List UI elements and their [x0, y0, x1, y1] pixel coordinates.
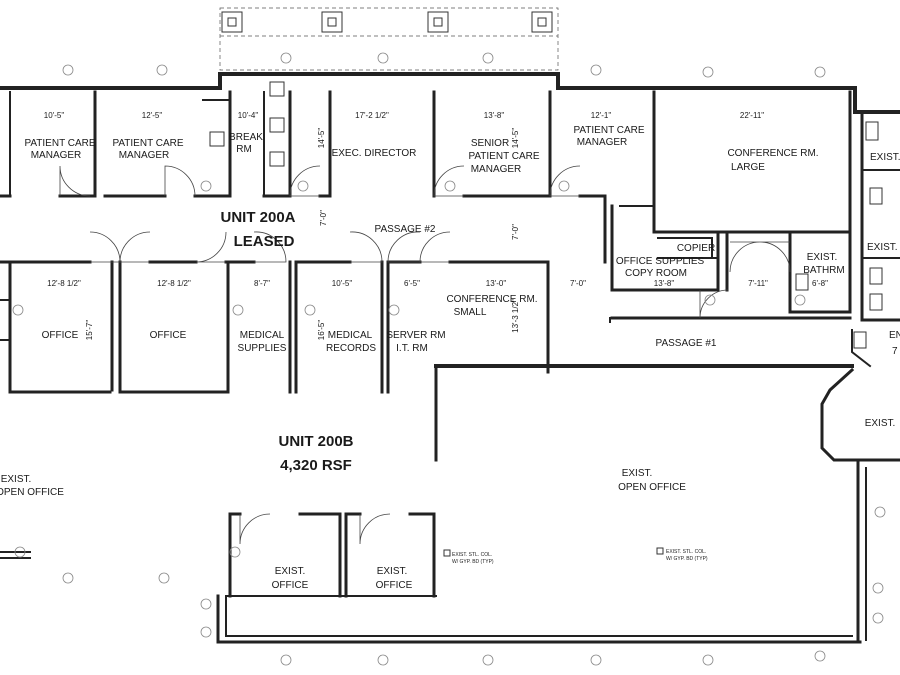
- room-label: OPEN OFFICE: [618, 482, 686, 493]
- copier-label: COPIER: [677, 243, 715, 254]
- room-label: MEDICAL: [240, 330, 285, 341]
- dimension-label: 8'-7": [254, 279, 270, 288]
- doors: [59, 165, 791, 545]
- room-label: RECORDS: [326, 343, 376, 354]
- room-label: CONFERENCE RM.: [446, 294, 537, 305]
- room-label: SENIOR: [471, 138, 509, 149]
- room-label: OFFICE: [150, 330, 187, 341]
- room-label: RM: [236, 144, 252, 155]
- dimension-label: 10'-5": [44, 111, 65, 120]
- room-label: MANAGER: [577, 137, 628, 148]
- unit-200a-status: LEASED: [234, 233, 295, 250]
- dimension-label: 12'-8 1/2": [157, 279, 191, 288]
- room-label: PATIENT CARE: [573, 125, 644, 136]
- room-label: EXIST.: [275, 566, 306, 577]
- dimension-label: 12'-8 1/2": [47, 279, 81, 288]
- room-label: OPEN OFFICE: [0, 487, 64, 498]
- dimension-label: 7'-0": [511, 224, 520, 240]
- room-markers: [12, 180, 806, 558]
- room-label: PASSAGE #2: [375, 224, 436, 235]
- room-label: MANAGER: [31, 150, 82, 161]
- dimension-label: 14'-5": [511, 128, 520, 149]
- room-label: BREAK: [229, 132, 263, 143]
- column-markers: [62, 52, 886, 666]
- dimension-label: 13'-8": [654, 279, 675, 288]
- room-label: PATIENT CARE: [24, 138, 95, 149]
- dimension-label: 7'-0": [319, 210, 328, 226]
- room-label: CONFERENCE RM.: [727, 148, 818, 159]
- dimension-label: 6'-5": [404, 279, 420, 288]
- dimension-label: 10'-5": [332, 279, 353, 288]
- room-label: EXIST.: [377, 566, 408, 577]
- room-label: PATIENT CARE: [112, 138, 183, 149]
- column-note: W/ GYP. BD (TYP): [666, 556, 708, 562]
- walls: [0, 72, 900, 644]
- room-label: OFFICE: [272, 580, 309, 591]
- room-label: MEDICAL: [328, 330, 373, 341]
- dimension-label: 15'-7": [85, 320, 94, 341]
- dimension-label: 14'-5": [317, 128, 326, 149]
- dimension-label: 7'-0": [570, 279, 586, 288]
- room-label: BATHRM: [803, 265, 844, 276]
- room-label: PASSAGE #1: [656, 338, 717, 349]
- room-label: OFFICE: [376, 580, 413, 591]
- room-label: SMALL: [454, 307, 487, 318]
- column-note: W/ GYP. BD (TYP): [452, 559, 494, 565]
- room-label: SUPPLIES: [238, 343, 287, 354]
- column-note: EXIST. STL. COL.: [666, 549, 706, 555]
- unit-200a-label: UNIT 200A: [220, 209, 295, 226]
- dimension-label: 13'-3 1/2": [511, 299, 520, 333]
- room-label: OFFICE SUPPLIES: [616, 256, 705, 267]
- dimension-label: 7'-11": [748, 279, 768, 288]
- room-label: 7: [892, 346, 898, 357]
- dimension-label: 16'-5": [317, 320, 326, 341]
- room-label: EXEC. DIRECTOR: [332, 148, 417, 159]
- column-note: EXIST. STL. COL.: [452, 552, 492, 558]
- room-label: EXIST.: [1, 474, 32, 485]
- room-label: EXIST. ME: [870, 152, 900, 163]
- room-label: I.T. RM: [396, 343, 428, 354]
- dimension-label: 13'-0": [486, 279, 507, 288]
- top-canopy: [219, 7, 559, 71]
- dimension-label: 6'-8": [812, 279, 828, 288]
- room-label: SERVER RM: [386, 330, 445, 341]
- room-label: EXIST.: [865, 418, 896, 429]
- room-label: OFFICE: [42, 330, 79, 341]
- room-label: PATIENT CARE: [468, 151, 539, 162]
- room-label: COPY ROOM: [625, 268, 687, 279]
- room-label: EXIST. W: [867, 242, 900, 253]
- room-label: MANAGER: [119, 150, 170, 161]
- dimension-label: 17'-2 1/2": [355, 111, 389, 120]
- dimension-label: 12'-5": [142, 111, 163, 120]
- room-label: EXIST.: [622, 468, 653, 479]
- unit-200b-area: 4,320 RSF: [280, 457, 352, 474]
- room-label: EXIST.: [807, 252, 838, 263]
- room-label: LARGE: [731, 162, 765, 173]
- room-label: MANAGER: [471, 164, 522, 175]
- dimension-label: 10'-4": [238, 111, 259, 120]
- dimension-label: 22'-11": [740, 111, 764, 120]
- dimension-label: 12'-1": [591, 111, 612, 120]
- room-label: EN: [889, 330, 900, 341]
- dimension-label: 13'-8": [484, 111, 505, 120]
- fixtures: [209, 81, 900, 368]
- unit-200b-label: UNIT 200B: [278, 433, 353, 450]
